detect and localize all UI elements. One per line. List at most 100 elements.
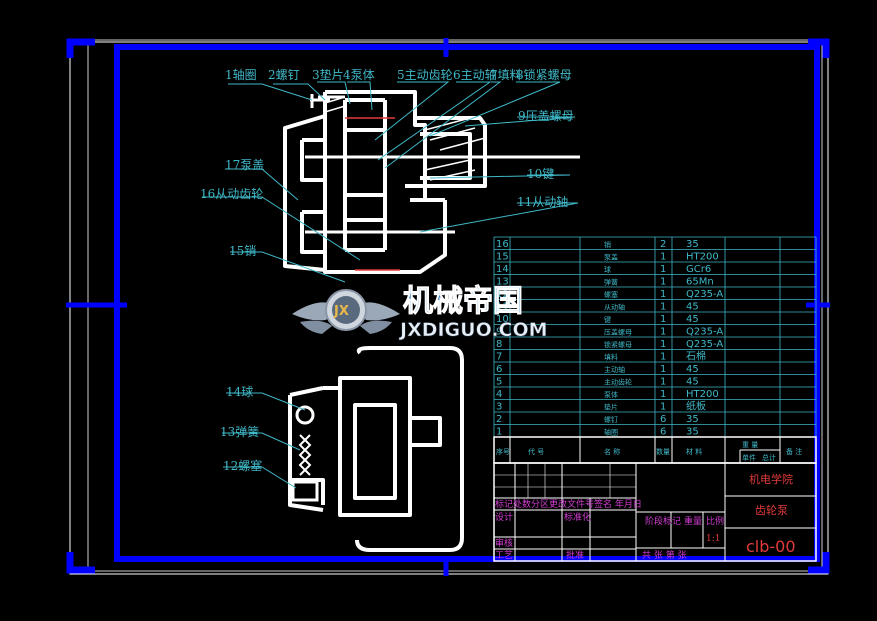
part-qty: 1: [660, 377, 666, 388]
header-material: 材 料: [686, 447, 702, 456]
standardize-label: 标准化: [564, 511, 591, 523]
header-weight: 重 量: [742, 441, 758, 449]
part-number: 16: [496, 239, 509, 250]
part-qty: 1: [660, 264, 666, 275]
part-number: 10: [496, 314, 509, 325]
callout-3: 3垫片: [312, 67, 344, 82]
part-number: 4: [496, 389, 502, 400]
part-name: 泵盖: [604, 253, 618, 262]
watermark-badge: JX: [333, 304, 349, 319]
scale-value: 1:1: [706, 534, 720, 544]
drawing-number: clb-00: [746, 537, 796, 556]
table-row: 2 螺钉 6 35: [496, 414, 699, 425]
part-material: 35: [686, 414, 699, 425]
part-name: 销: [604, 240, 611, 249]
callout-16: 16从动齿轮: [200, 187, 263, 201]
watermark-cn: 机械帝国: [403, 284, 523, 319]
part-material: 45: [686, 314, 699, 325]
school-name: 机电学院: [749, 472, 793, 486]
callout-6: 6主动轴: [453, 67, 497, 82]
part-number: 14: [496, 264, 509, 275]
scale-label: 比例: [706, 515, 724, 527]
sheets-label: 共 张 第 张: [642, 549, 687, 561]
part-name: 螺钉: [604, 415, 618, 424]
part-qty: 6: [660, 427, 666, 438]
watermark-logo: JX: [292, 289, 400, 334]
part-name: 泵体: [604, 390, 618, 399]
part-number: 6: [496, 364, 502, 375]
review-label: 审核: [495, 537, 513, 549]
table-row: 15 泵盖 1 HT200: [496, 252, 719, 263]
part-material: 45: [686, 364, 699, 375]
plug: [291, 480, 319, 502]
header-single: 单件: [742, 453, 756, 462]
screw-bolt: [310, 94, 345, 108]
part-number: 9: [496, 327, 502, 338]
callout-5: 5主动齿轮: [397, 68, 453, 82]
part-material: 45: [686, 302, 699, 313]
part-name: 锁紧螺母: [604, 340, 632, 349]
part-qty: 1: [660, 339, 666, 350]
watermark-en: JXDIGUO.COM: [398, 319, 548, 341]
part-number: 11: [496, 302, 509, 313]
part-name: 压盖螺母: [604, 328, 632, 337]
part-material: 石棉: [686, 350, 706, 363]
callout-14: 14球: [226, 385, 253, 399]
part-qty: 1: [660, 314, 666, 325]
stage-mark-label: 阶段标记: [645, 515, 681, 527]
part-name: 填料: [604, 353, 618, 362]
part-name: 轴圈: [604, 428, 618, 437]
callout-13: 13弹簧: [220, 424, 259, 439]
table-row: 10 键 1 45: [496, 314, 699, 325]
drawing-name: 齿轮泵: [755, 503, 788, 517]
part-name: 螺塞: [604, 290, 618, 299]
part-qty: 1: [660, 327, 666, 338]
weight-label: 重量: [684, 515, 702, 527]
part-material: 35: [686, 239, 699, 250]
callout-4: 4泵体: [343, 68, 375, 82]
title-block: 标记处数分区更改文件号签名 年月日 设计 标准化 阶段标记 重量 比例 1:1 …: [493, 462, 817, 562]
approve-label: 批准: [566, 549, 584, 561]
callout-2: 2螺钉: [268, 68, 300, 82]
part-number: 15: [496, 252, 509, 263]
header-note: 备 注: [786, 447, 802, 456]
part-material: Q235-A: [686, 289, 723, 300]
outer-border: [69, 41, 829, 575]
part-name: 键: [604, 315, 611, 324]
part-material: 65Mn: [686, 277, 714, 288]
main-view: [283, 90, 487, 274]
header-name: 名 称: [604, 447, 620, 456]
part-qty: 1: [660, 252, 666, 263]
hatching: [324, 96, 486, 181]
watermark: JX 机械帝国 JXDIGUO.COM: [292, 284, 548, 341]
part-number: 2: [496, 414, 502, 425]
part-qty: 1: [660, 352, 666, 363]
design-label: 设计: [495, 511, 513, 523]
part-material: GCr6: [686, 264, 711, 275]
part-name: 主动轴: [604, 365, 625, 374]
part-qty: 1: [660, 277, 666, 288]
part-material: 45: [686, 377, 699, 388]
parts-header: 序号 代 号 名 称 数量 材 料 重 量 单件 总计 备 注: [493, 436, 817, 464]
row-marks: 标记处数分区更改文件号签名 年月日: [495, 498, 642, 510]
part-name: 主动齿轮: [604, 378, 632, 387]
part-material: HT200: [686, 252, 719, 263]
red-gasket-lines: [345, 117, 400, 271]
part-qty: 6: [660, 414, 666, 425]
side-view: [288, 346, 464, 552]
part-material: 纸板: [686, 400, 706, 413]
leader-lines: [202, 81, 579, 489]
part-qty: 1: [660, 289, 666, 300]
part-qty: 1: [660, 402, 666, 413]
